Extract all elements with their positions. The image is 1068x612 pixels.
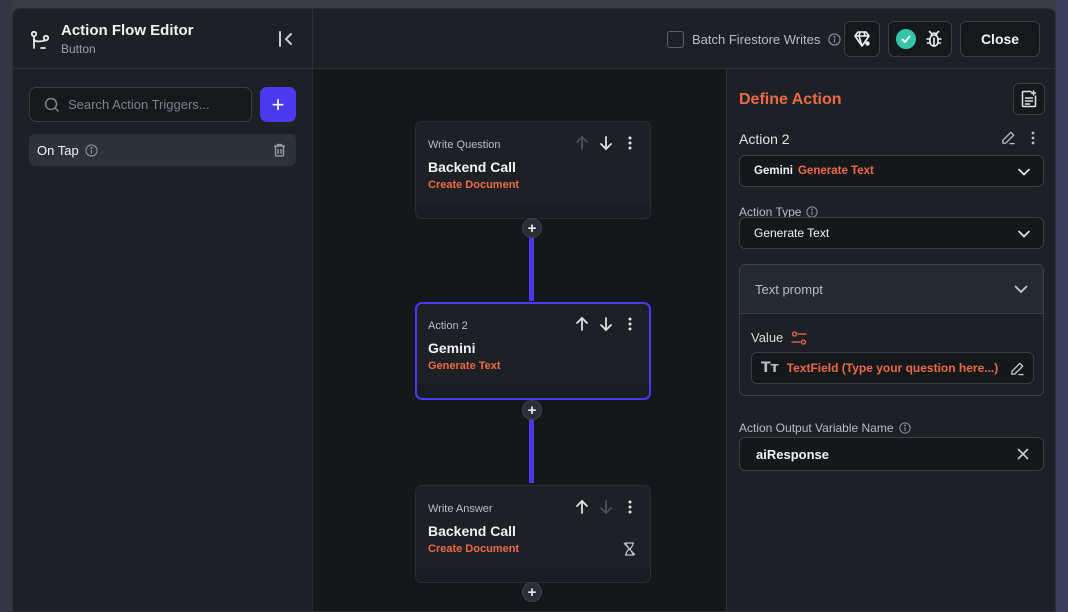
node-label: Write Question — [428, 139, 501, 151]
edit-icon[interactable] — [1001, 130, 1016, 145]
node-title: Backend Call — [428, 159, 516, 175]
add-action-button[interactable]: + — [522, 218, 542, 238]
add-action-button[interactable]: + — [522, 582, 542, 602]
document-add-icon — [1021, 90, 1037, 108]
action-type-label: Action Type — [739, 205, 819, 219]
node-subtitle: Create Document — [428, 179, 520, 191]
text-type-icon: Tт — [761, 360, 779, 376]
clear-icon[interactable] — [1017, 448, 1029, 460]
value-label: Value — [751, 330, 807, 345]
action-select[interactable]: Gemini Generate Text — [739, 155, 1044, 187]
node-title: Gemini — [428, 340, 476, 356]
action-node[interactable]: Write Question Backend Call Create Docum… — [415, 121, 651, 219]
close-button[interactable]: Close — [960, 21, 1040, 57]
trigger-label: On Tap — [37, 142, 79, 158]
header: Action Flow Editor Button Batch Firestor… — [13, 9, 1055, 69]
move-down-icon — [600, 500, 612, 515]
more-vertical-icon[interactable] — [1025, 130, 1041, 146]
action-select-category: Gemini — [754, 165, 793, 177]
add-action-button[interactable]: + — [522, 400, 542, 420]
collapse-panel-icon[interactable] — [277, 30, 295, 48]
batch-label: Batch Firestore Writes — [692, 31, 821, 47]
action-name: Action 2 — [739, 131, 790, 147]
search-icon — [44, 97, 60, 112]
more-vertical-icon[interactable] — [622, 316, 638, 332]
output-variable-label-text: Action Output Variable Name — [739, 421, 894, 435]
action-node-selected[interactable]: Action 2 Gemini Generate Text — [415, 302, 651, 400]
text-prompt-header[interactable]: Text prompt — [740, 265, 1043, 314]
move-up-icon[interactable] — [574, 316, 590, 332]
action-node[interactable]: Write Answer Backend Call Create Documen… — [415, 485, 651, 583]
action-type-value: Generate Text — [754, 226, 830, 240]
move-down-icon[interactable] — [598, 316, 614, 332]
value-field[interactable]: Tт TextField (Type your question here...… — [751, 352, 1034, 384]
text-prompt-title: Text prompt — [755, 281, 823, 297]
action-type-select[interactable]: Generate Text — [739, 217, 1044, 249]
triggers-panel: + On Tap — [13, 69, 313, 611]
panel-title: Define Action — [739, 91, 842, 108]
value-text: TextField (Type your question here...) — [786, 361, 999, 375]
action-flow-editor-window: Action Flow Editor Button Batch Firestor… — [12, 8, 1056, 612]
move-down-icon[interactable] — [598, 135, 614, 151]
gemini-button[interactable] — [844, 21, 880, 57]
check-circle-icon — [896, 29, 916, 49]
info-icon — [828, 32, 841, 46]
header-title-area: Action Flow Editor Button — [13, 9, 313, 69]
value-label-text: Value — [751, 330, 784, 345]
flow-canvas: Write Question Backend Call Create Docum… — [313, 69, 726, 611]
trash-icon[interactable] — [273, 143, 286, 157]
info-icon — [85, 143, 98, 157]
more-vertical-icon[interactable] — [622, 135, 638, 151]
gemini-diamond-icon — [854, 31, 870, 47]
output-variable-input[interactable] — [756, 446, 996, 462]
batch-firestore-writes[interactable]: Batch Firestore Writes — [667, 29, 841, 49]
connector-line — [529, 411, 534, 483]
node-subtitle: Create Document — [428, 543, 520, 555]
chevron-down-icon — [1014, 285, 1028, 294]
editor-subtitle: Button — [61, 42, 96, 56]
connector-line — [529, 229, 534, 301]
define-action-panel: Define Action Action 2 Gemini Generate T… — [726, 69, 1055, 611]
chevron-down-icon — [1018, 230, 1030, 238]
text-prompt-section: Text prompt Value Tт TextField (Type you… — [739, 264, 1044, 396]
move-up-icon — [576, 135, 588, 150]
hourglass-disabled-icon — [623, 542, 636, 556]
batch-checkbox[interactable] — [667, 30, 684, 48]
output-variable-field[interactable] — [739, 437, 1044, 471]
action-docs-button[interactable] — [1013, 83, 1045, 115]
variable-settings-icon[interactable] — [791, 330, 807, 345]
node-label: Action 2 — [428, 320, 468, 332]
node-label: Write Answer — [428, 503, 493, 515]
info-icon — [898, 422, 911, 434]
trigger-on-tap[interactable]: On Tap — [29, 134, 296, 166]
flow-branch-icon — [30, 30, 50, 49]
move-up-icon[interactable] — [574, 499, 590, 515]
node-subtitle: Generate Text — [428, 360, 501, 372]
chevron-down-icon — [1018, 168, 1030, 176]
test-debug-button[interactable] — [888, 21, 952, 57]
search-input[interactable] — [68, 97, 238, 112]
bug-icon — [926, 30, 942, 47]
action-type-label-text: Action Type — [739, 205, 802, 219]
node-title: Backend Call — [428, 523, 516, 539]
edit-icon[interactable] — [1010, 361, 1025, 376]
action-select-value: Generate Text — [797, 165, 874, 177]
add-trigger-button[interactable]: + — [260, 87, 296, 122]
output-variable-label: Action Output Variable Name — [739, 421, 911, 435]
editor-title: Action Flow Editor — [61, 22, 194, 39]
search-triggers[interactable] — [29, 87, 252, 122]
more-vertical-icon[interactable] — [622, 499, 638, 515]
